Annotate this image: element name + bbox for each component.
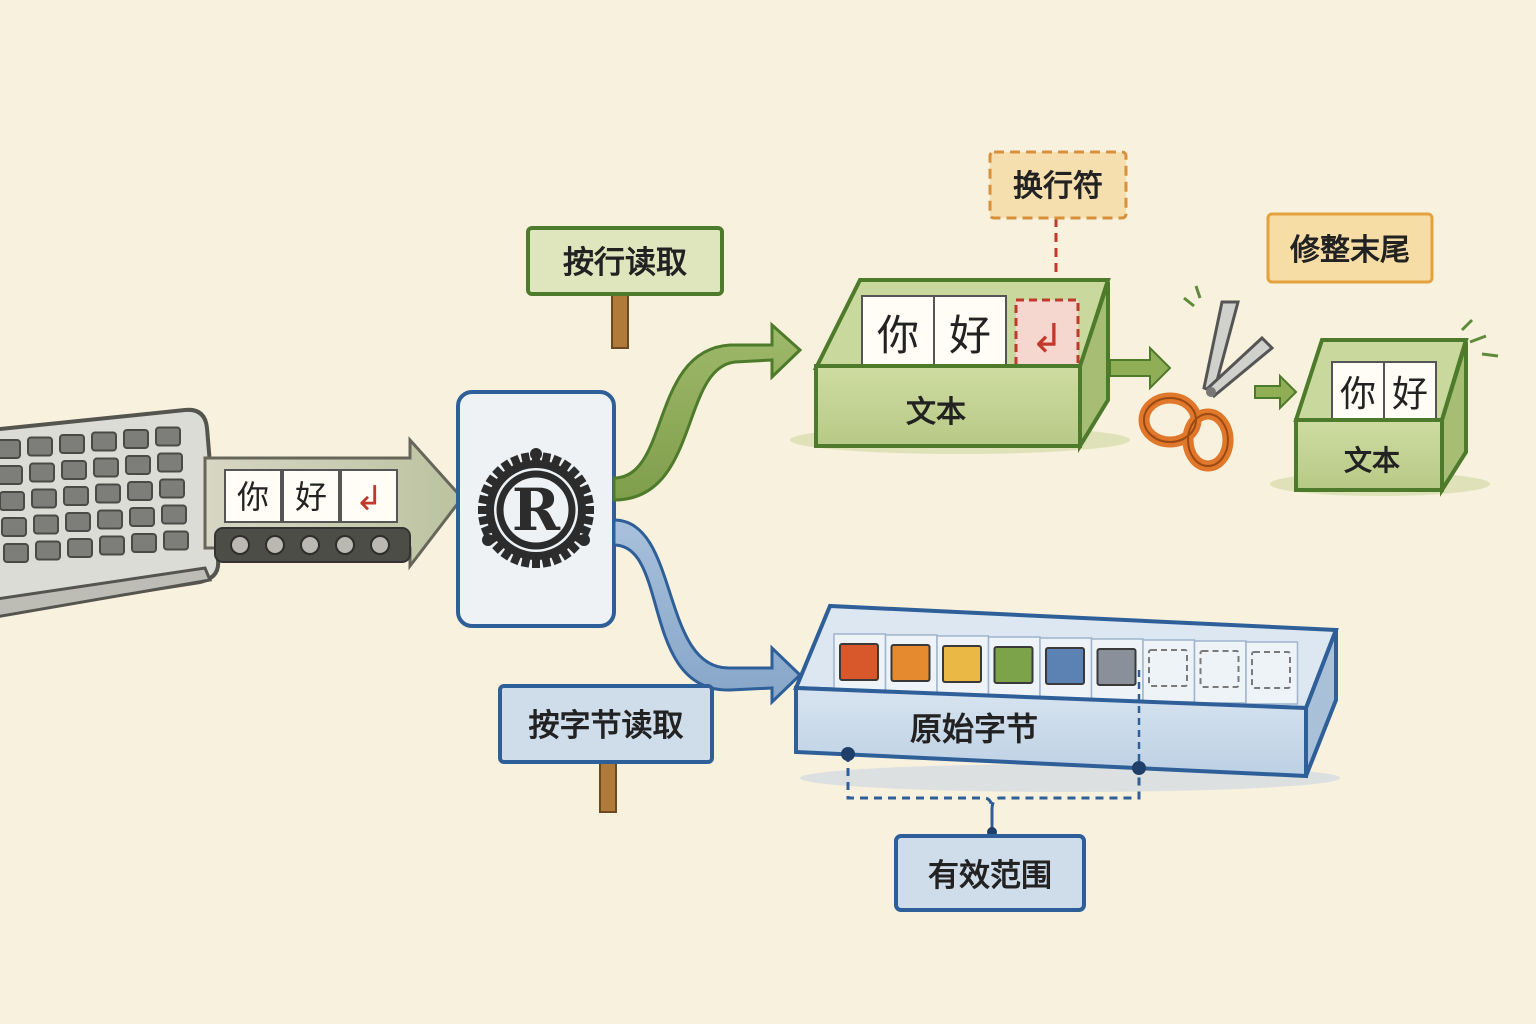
valid-range-label: 有效范围 <box>928 858 1052 894</box>
keyboard-key <box>31 488 57 509</box>
valid-range-callout: 有效范围 <box>894 834 1086 912</box>
keyboard-key <box>27 436 53 457</box>
byte-cell-empty <box>1148 649 1188 687</box>
keyboard-key <box>159 478 185 499</box>
newline-callout-label: 换行符 <box>1013 169 1103 204</box>
keyboard-key <box>0 439 21 459</box>
keyboard-key <box>93 457 119 478</box>
keyboard-key <box>129 507 155 527</box>
svg-text:R: R <box>512 476 561 544</box>
text-char-ni: 你 <box>877 311 919 360</box>
trimmed-char-hao: 好 <box>1392 374 1428 415</box>
keyboard-key <box>33 514 59 535</box>
text-char-hao: 好 <box>949 311 991 360</box>
keyboard-key <box>0 491 25 511</box>
keyboard-key <box>91 431 117 452</box>
byte-cell-filled <box>890 644 931 682</box>
byte-cells <box>833 633 1299 705</box>
byte-cell-filled <box>839 643 879 681</box>
keyboard-key <box>67 538 93 558</box>
trim-end-label: 修整末尾 <box>1289 233 1410 268</box>
keyboard-key <box>3 543 29 563</box>
keyboard-key <box>95 483 121 504</box>
text-newline-symbol: ↲ <box>1030 316 1064 362</box>
keyboard-key <box>155 426 181 447</box>
input-characters: 你 好 ↲ <box>224 469 398 523</box>
byte-cell-filled <box>942 645 982 683</box>
keyboard-key <box>125 455 151 475</box>
keyboard-key <box>123 429 149 449</box>
keyboard-key <box>131 533 157 553</box>
input-newline-symbol: ↲ <box>355 479 384 519</box>
read-bytes-sign: 按字节读取 <box>498 684 714 813</box>
keyboard-key <box>61 460 87 480</box>
byte-cell-empty <box>1251 651 1291 689</box>
byte-cell-filled <box>1096 648 1137 686</box>
newline-callout: 换行符 <box>988 150 1128 300</box>
input-char-ni: 你 <box>237 478 269 516</box>
scissors-icon <box>1138 285 1275 472</box>
keyboard-key <box>35 540 61 561</box>
keyboard-key <box>0 465 23 485</box>
lines-flow-arrow <box>612 321 803 502</box>
raw-bytes-label: 原始字节 <box>910 710 1038 748</box>
trimmed-box-label: 文本 <box>1344 444 1400 477</box>
text-box-label: 文本 <box>906 395 966 430</box>
keyboard-key <box>59 434 85 454</box>
keyboard-key <box>157 452 183 473</box>
raw-bytes-box: 原始字节 <box>793 603 1340 792</box>
text-box-characters: 你 好 ↲ <box>861 295 1080 371</box>
rust-processor-card: R <box>456 390 616 628</box>
trimmed-char-ni: 你 <box>1340 374 1376 415</box>
keyboard-key <box>1 517 27 537</box>
to-scissors-arrow <box>1109 345 1172 391</box>
text-box: 你 好 ↲ 文本 <box>790 278 1130 454</box>
input-char-hao: 好 <box>295 478 327 516</box>
rust-logo-icon: R <box>478 448 594 568</box>
keyboard-key <box>29 462 55 483</box>
to-trimmed-arrow <box>1254 373 1298 411</box>
keyboard-key <box>63 486 89 506</box>
read-lines-label: 按行读取 <box>563 245 687 281</box>
keyboard-key <box>161 504 187 525</box>
bytes-flow-arrow <box>612 518 803 706</box>
trimmed-text-box: 你 好 文本 <box>1270 318 1499 497</box>
byte-cell-filled <box>1045 647 1085 685</box>
keyboard-icon <box>0 407 221 618</box>
keyboard-key <box>163 530 189 551</box>
read-bytes-label: 按字节读取 <box>529 708 684 744</box>
trim-end-callout: 修整末尾 <box>1266 212 1434 284</box>
keyboard-key <box>127 481 153 501</box>
keyboard-key <box>65 512 91 532</box>
byte-cell-filled <box>993 646 1034 684</box>
keyboard-key <box>99 535 125 556</box>
read-lines-sign: 按行读取 <box>526 226 724 349</box>
keyboard-key <box>97 509 123 530</box>
byte-cell-empty <box>1199 650 1240 688</box>
